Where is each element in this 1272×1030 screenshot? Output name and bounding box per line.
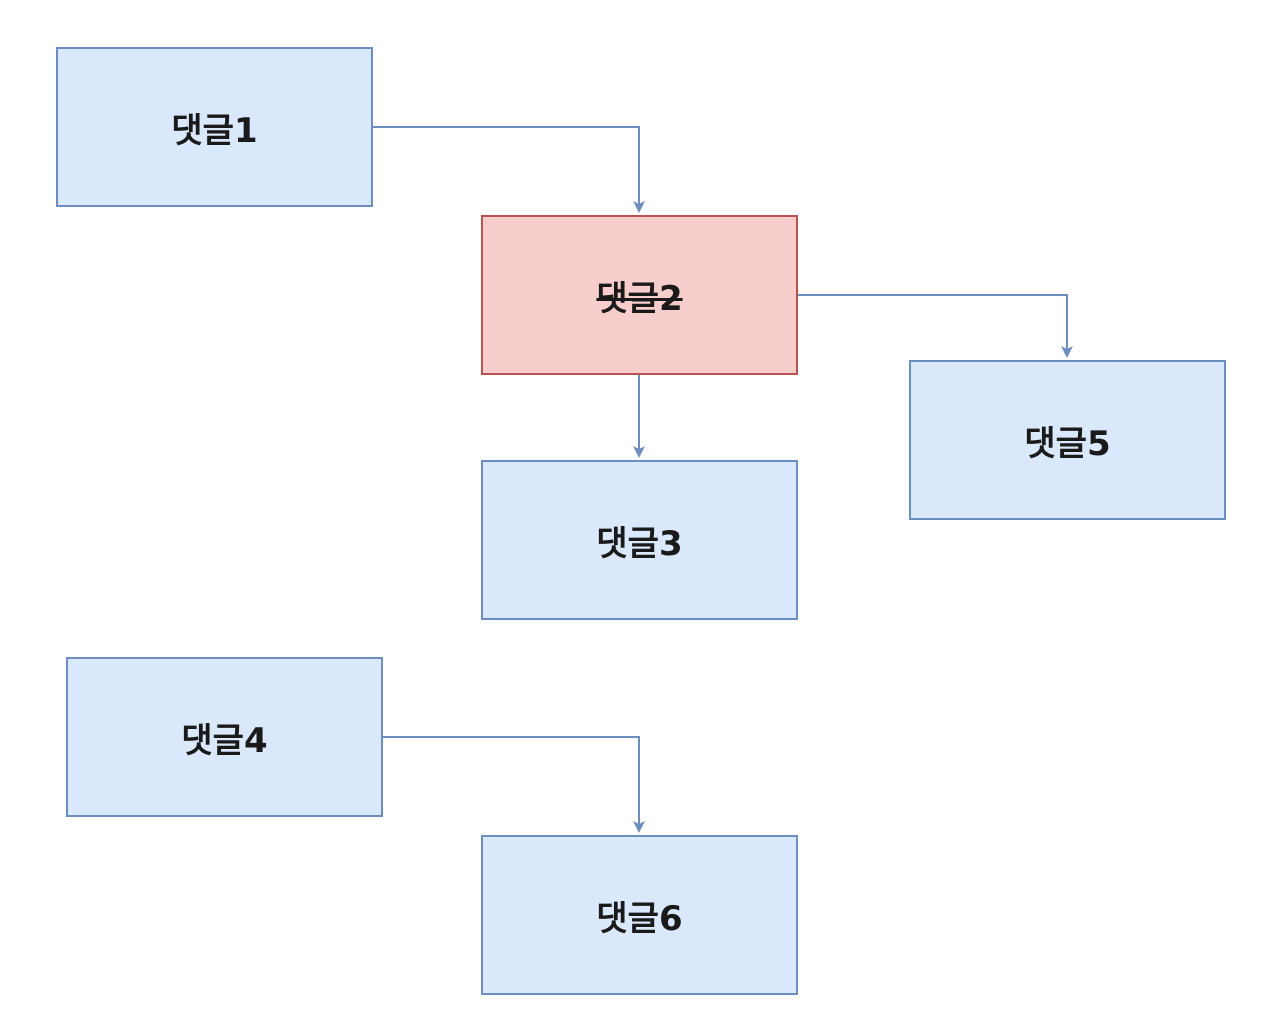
comment-node-label: 댓글3 (596, 523, 683, 564)
comment-node-label: 댓글6 (596, 898, 683, 939)
comment-node-4[interactable]: 댓글4 (66, 657, 383, 817)
comment-node-label: 댓글2 (596, 278, 683, 319)
edge-n2-n5 (798, 294, 1073, 358)
edge-n1-n2 (373, 126, 645, 213)
comment-node-5[interactable]: 댓글5 (909, 360, 1226, 520)
comment-node-label: 댓글5 (1024, 423, 1111, 464)
comment-node-6[interactable]: 댓글6 (481, 835, 798, 995)
comment-node-2-deleted[interactable]: 댓글2 (481, 215, 798, 375)
comment-node-label: 댓글4 (181, 720, 268, 761)
comment-node-3[interactable]: 댓글3 (481, 460, 798, 620)
comment-node-label: 댓글1 (171, 110, 258, 151)
edge-n4-n6 (383, 736, 645, 833)
comment-node-1[interactable]: 댓글1 (56, 47, 373, 207)
